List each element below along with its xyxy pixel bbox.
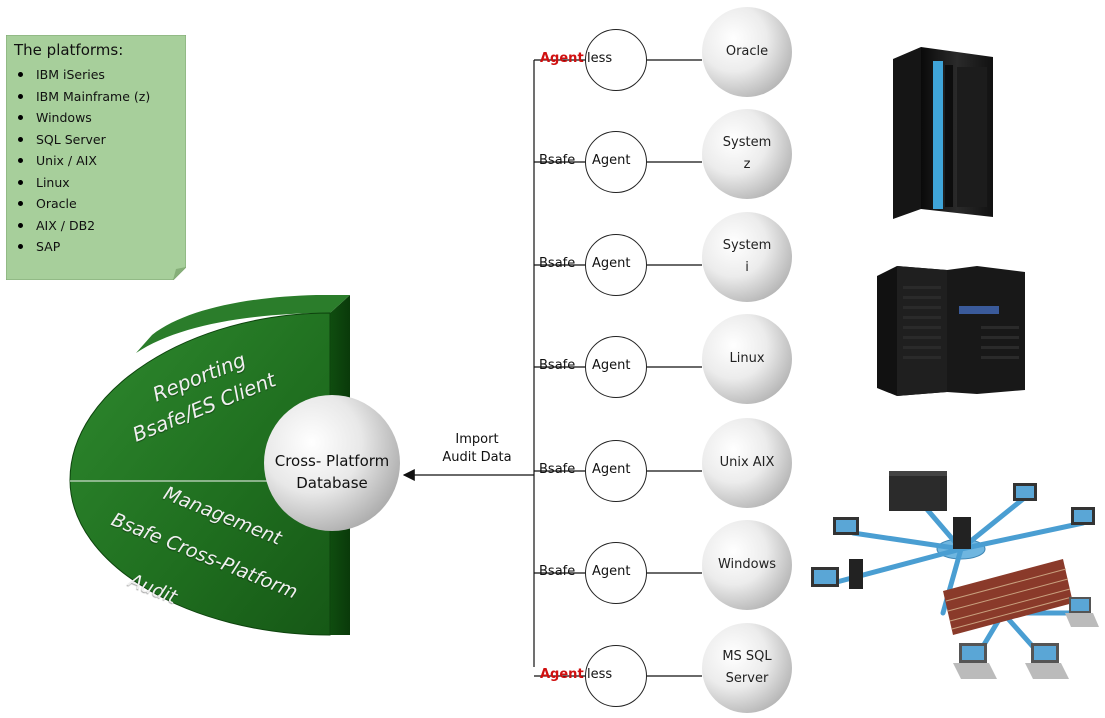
bsafe-label: Bsafe (539, 358, 576, 373)
list-item: Oracle (16, 193, 150, 215)
network-topology-icon (811, 471, 1099, 679)
agent-circle (585, 29, 647, 91)
agent-circle (585, 645, 647, 707)
agentless-agent-label: Agent (540, 51, 584, 66)
agent-circle (585, 542, 647, 604)
list-item: Windows (16, 107, 150, 129)
platform-node (702, 623, 792, 713)
platform-node-label-line2: Server (725, 671, 769, 686)
database-label-line1: Cross- Platform (274, 452, 390, 470)
platform-node-label-line1: Linux (729, 351, 765, 366)
platforms-title: The platforms: (14, 41, 124, 59)
bsafe-label: Bsafe (539, 462, 576, 477)
list-item: IBM Mainframe (z) (16, 86, 150, 108)
agent-label: Agent (592, 564, 631, 579)
platform-node (702, 418, 792, 508)
agent-circle (585, 440, 647, 502)
list-item: AIX / DB2 (16, 215, 150, 237)
platform-node-label: Linux (702, 348, 792, 370)
list-item: IBM iSeries (16, 64, 150, 86)
platform-node-label-line1: MS SQL (722, 649, 772, 664)
platform-node-label: System z (702, 132, 792, 176)
bsafe-label: Bsafe (539, 564, 576, 579)
list-item: SAP (16, 236, 150, 258)
platform-node-label-line1: Oracle (725, 44, 769, 59)
less-label: less (587, 667, 613, 682)
platform-node-label: Windows (702, 554, 792, 576)
platforms-list: IBM iSeries IBM Mainframe (z) Windows SQ… (16, 64, 150, 258)
database-circle (264, 395, 400, 531)
platform-node-label: System i (702, 235, 792, 279)
platform-node-label-line2: i (745, 260, 749, 275)
database-label: Cross- Platform Database (264, 450, 400, 494)
mainframe-server-icon (893, 47, 993, 219)
platform-node-label: Oracle (702, 41, 792, 63)
platform-node (702, 109, 792, 199)
agent-circle (585, 336, 647, 398)
platforms-note: The platforms: IBM iSeries IBM Mainframe… (6, 35, 186, 280)
agent-label: Agent (592, 256, 631, 271)
agent-label: Agent (592, 153, 631, 168)
server-rack-icon (877, 266, 1025, 396)
platform-node-label: Unix AIX (702, 452, 792, 474)
less-label: less (587, 51, 613, 66)
agent-circle (585, 131, 647, 193)
bsafe-label: Bsafe (539, 153, 576, 168)
import-label-line2: Audit Data (442, 450, 512, 465)
list-item: SQL Server (16, 129, 150, 151)
agentless-agent-label: Agent (540, 667, 584, 682)
platform-node-label-line1: System (722, 238, 772, 253)
list-item: Linux (16, 172, 150, 194)
import-label-line1: Import (455, 432, 499, 447)
agent-label: Agent (592, 358, 631, 373)
platform-node-label: MS SQL Server (702, 646, 792, 690)
platform-node-label-line2: z (743, 157, 751, 172)
bsafe-label: Bsafe (539, 256, 576, 271)
platform-node (702, 7, 792, 97)
platform-node (702, 314, 792, 404)
platform-node-label-line1: Unix AIX (719, 455, 775, 470)
list-item: Unix / AIX (16, 150, 150, 172)
database-label-line2: Database (296, 474, 368, 492)
platform-node (702, 212, 792, 302)
agent-label: Agent (592, 462, 631, 477)
note-background (6, 35, 186, 280)
platform-node (702, 520, 792, 610)
agent-circle (585, 234, 647, 296)
platform-node-label-line1: System (722, 135, 772, 150)
platform-node-label-line1: Windows (717, 557, 777, 572)
import-label: Import Audit Data (432, 431, 522, 467)
